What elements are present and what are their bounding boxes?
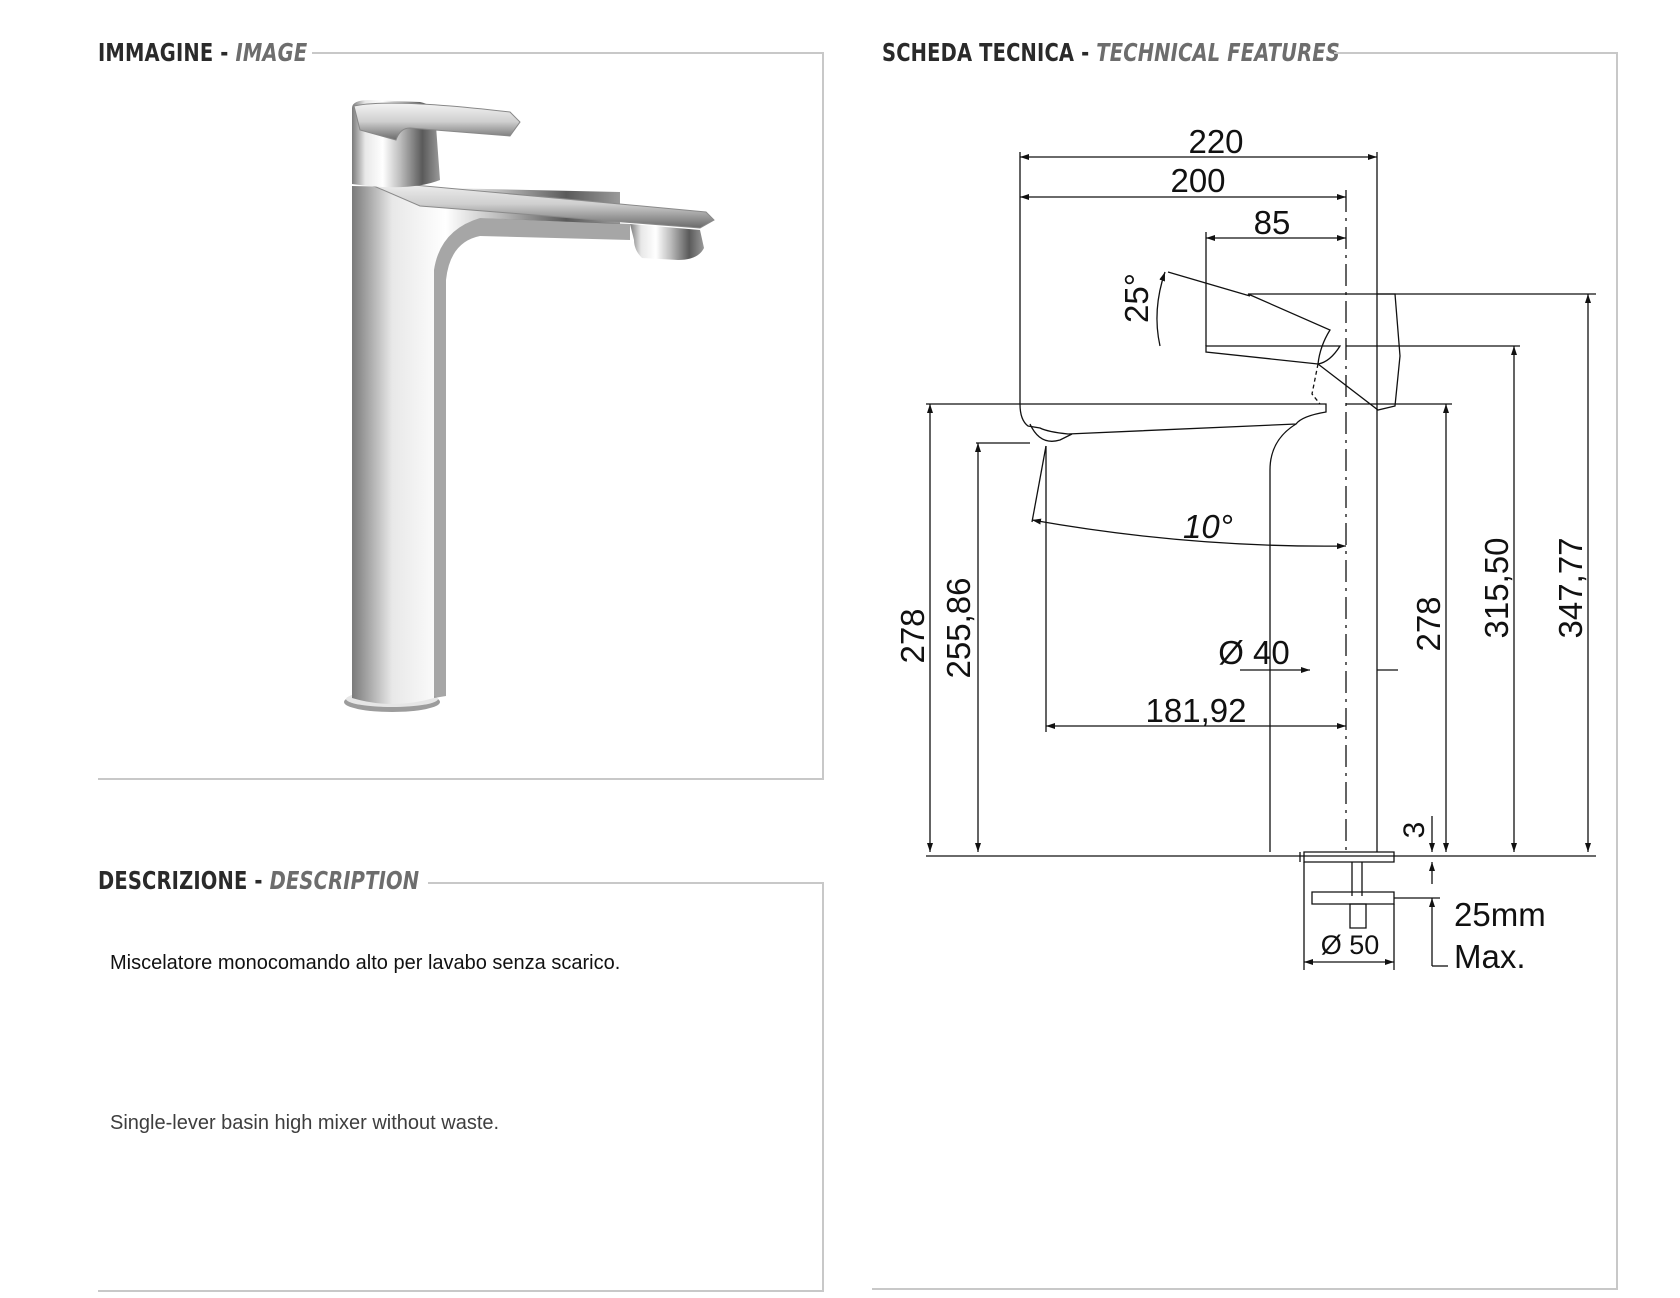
description-section-title: DESCRIZIONE - DESCRIPTION — [98, 866, 419, 895]
title-separator: - — [247, 866, 270, 895]
title-separator: - — [213, 38, 236, 67]
title-separator: - — [1074, 38, 1097, 67]
dim-181-92: 181,92 — [1146, 692, 1247, 729]
dim-220: 220 — [1188, 123, 1243, 160]
dim-25mm: 25mm — [1454, 896, 1546, 933]
description-title-it: DESCRIZIONE — [98, 866, 248, 895]
technical-frame-bottom — [872, 1288, 1618, 1290]
image-frame-bottom — [98, 778, 824, 780]
dim-diameter-40: Ø 40 — [1218, 634, 1290, 671]
dim-3: 3 — [1398, 822, 1431, 839]
description-frame-right — [822, 882, 824, 1292]
description-frame-top — [428, 882, 824, 884]
description-frame-bottom — [98, 1290, 824, 1292]
dim-255-86: 255,86 — [940, 578, 977, 679]
dim-85: 85 — [1254, 204, 1291, 241]
technical-title-it: SCHEDA TECNICA — [882, 38, 1075, 67]
image-section-title: IMMAGINE - IMAGE — [98, 38, 307, 67]
angle-25: 25° — [1118, 273, 1155, 323]
dim-315-50: 315,50 — [1478, 538, 1515, 639]
dim-max: Max. — [1454, 938, 1526, 975]
dim-278-left: 278 — [894, 608, 931, 663]
technical-frame-top — [1334, 52, 1618, 54]
dim-347-77: 347,77 — [1552, 538, 1589, 639]
technical-frame-right — [1616, 52, 1618, 1290]
description-title-en: DESCRIPTION — [269, 866, 420, 895]
angle-10: 10° — [1183, 508, 1233, 545]
dim-278-right: 278 — [1410, 596, 1447, 651]
description-text-en: Single-lever basin high mixer without wa… — [110, 1112, 500, 1134]
image-frame-top — [312, 52, 824, 54]
technical-section-title: SCHEDA TECNICA - TECHNICAL FEATURES — [882, 38, 1340, 67]
faucet-product-image — [344, 100, 715, 712]
dim-200: 200 — [1170, 162, 1225, 199]
image-frame-right — [822, 52, 824, 780]
image-title-it: IMMAGINE — [98, 38, 214, 67]
dim-diameter-50: Ø 50 — [1321, 930, 1380, 960]
technical-title-en: TECHNICAL FEATURES — [1096, 38, 1340, 67]
image-title-en: IMAGE — [235, 38, 308, 67]
description-text-it: Miscelatore monocomando alto per lavabo … — [110, 952, 621, 974]
